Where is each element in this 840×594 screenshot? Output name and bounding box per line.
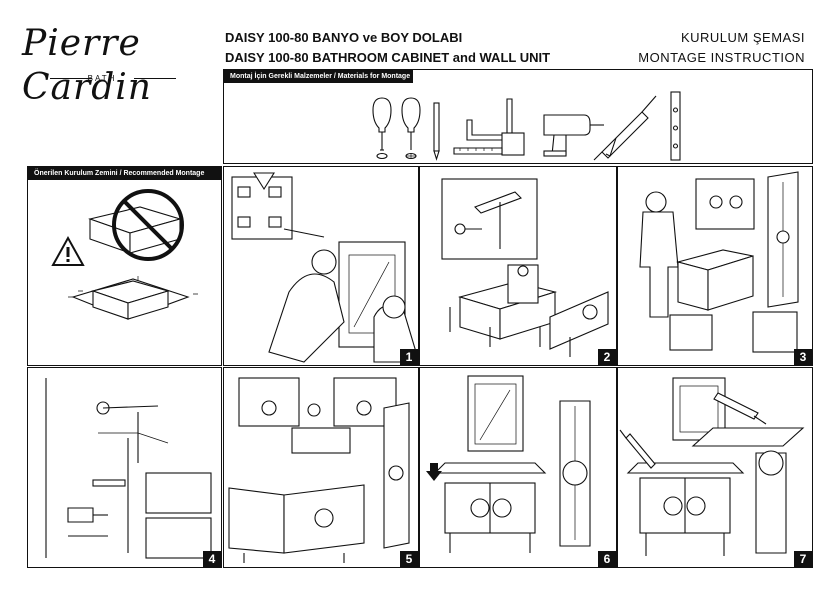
step-7-panel: 7 — [617, 367, 813, 568]
step-5-panel: 5 — [223, 367, 419, 568]
correct-floor-drawing — [68, 276, 198, 320]
title-turkish: DAISY 100-80 BANYO ve BOY DOLABI — [225, 30, 463, 45]
step-1-illustration — [231, 172, 418, 363]
materials-illustration — [372, 91, 681, 161]
brand-sub: BATH — [87, 74, 117, 83]
materials-panel: Montaj İçin Gerekli Malzemeler / Materia… — [223, 69, 813, 164]
step-5-illustration — [228, 377, 410, 563]
brand-logo: Pierre Cardin BATH — [22, 22, 217, 108]
step-number: 1 — [400, 349, 418, 365]
title-english: DAISY 100-80 BATHROOM CABINET and WALL U… — [225, 50, 551, 65]
floor-label: Önerilen Kurulum Zemini / Recommended Mo… — [28, 167, 221, 190]
step-4-panel: 4 — [27, 367, 222, 568]
step-3-panel: 3 — [617, 166, 813, 366]
step-number: 4 — [203, 551, 221, 567]
wrong-floor-drawing — [88, 189, 184, 261]
silicone-gun-icon — [593, 95, 657, 161]
step-2-illustration — [441, 178, 609, 357]
doc-type-turkish: KURULUM ŞEMASI — [680, 30, 805, 45]
logo-divider-right — [134, 78, 176, 79]
step-3-illustration — [639, 171, 799, 353]
step-6-illustration — [426, 375, 591, 553]
step-1-panel: 1 — [223, 166, 419, 366]
phillips-screwdriver-icon — [401, 97, 421, 160]
logo-divider-left — [50, 78, 92, 79]
step-number: 6 — [598, 551, 616, 567]
step-2-panel: 2 — [419, 166, 617, 366]
drill-icon — [543, 114, 604, 157]
tape-measure-icon — [453, 132, 525, 156]
step-6-panel: 6 — [419, 367, 617, 568]
step-number: 2 — [598, 349, 616, 365]
step-4-illustration — [45, 378, 212, 559]
materials-label: Montaj İçin Gerekli Malzemeler / Materia… — [224, 70, 413, 83]
doc-type-english: MONTAGE INSTRUCTION — [638, 50, 805, 65]
brand-name: Pierre Cardin — [22, 23, 152, 108]
flat-screwdriver-icon — [372, 97, 392, 160]
step-number: 7 — [794, 551, 812, 567]
step-number: 5 — [400, 551, 418, 567]
warning-icon — [51, 235, 85, 266]
floor-panel: Önerilen Kurulum Zemini / Recommended Mo… — [27, 166, 222, 366]
step-number: 3 — [794, 349, 812, 365]
spirit-level-icon — [670, 91, 681, 161]
step-7-illustration — [619, 377, 805, 556]
floor-illustration — [51, 189, 198, 320]
pencil-icon — [433, 102, 440, 161]
